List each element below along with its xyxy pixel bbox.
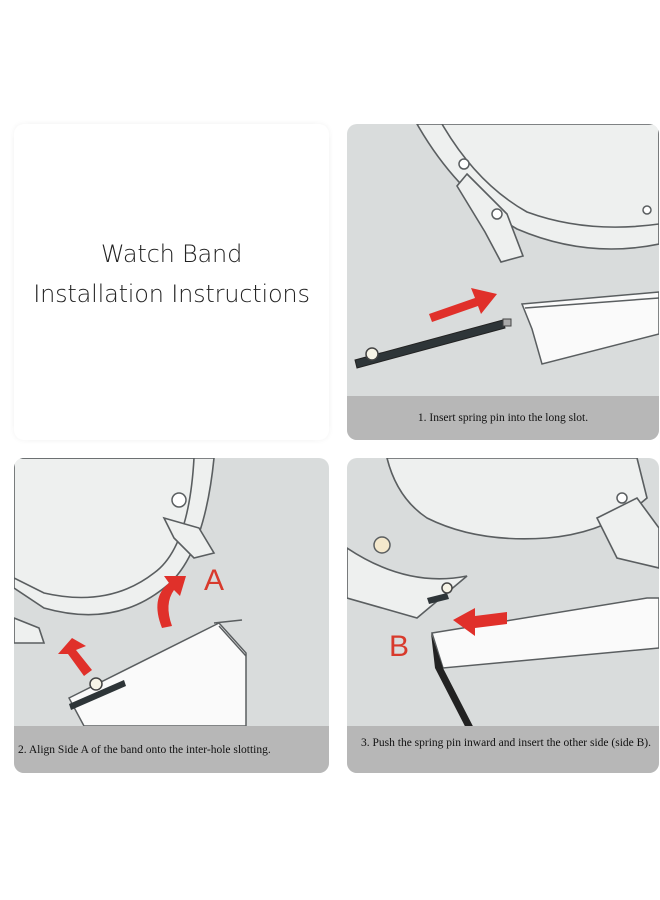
page-title: Watch Band Installation Instructions (14, 234, 329, 314)
watch-band (431, 597, 659, 669)
case-hole (642, 205, 652, 215)
red-arrow-up (58, 638, 92, 676)
spring-pin (69, 677, 126, 710)
step-2-panel: A 2. Align Side A of the band onto the i… (14, 458, 329, 773)
case-hole (458, 158, 470, 170)
step-2-caption: 2. Align Side A of the band onto the int… (14, 726, 329, 773)
side-b-label: B (389, 630, 410, 663)
title-panel: Watch Band Installation Instructions (14, 124, 329, 440)
step-3-caption: 3. Push the spring pin inward and insert… (347, 726, 659, 773)
step-1-caption: 1. Insert spring pin into the long slot. (347, 396, 659, 440)
step-1-panel: 1. Insert spring pin into the long slot. (347, 124, 659, 440)
case-hole (616, 492, 628, 504)
red-arrow (429, 288, 497, 322)
watch-band (520, 291, 659, 365)
watch-case (347, 458, 659, 619)
title-line-1: Watch Band (100, 240, 243, 268)
watch-case (14, 458, 216, 644)
watch-case (416, 124, 659, 263)
step-2-illustration (14, 458, 247, 727)
red-arrow-curved (157, 576, 186, 628)
case-hole (171, 492, 187, 508)
step-3-illustration (347, 458, 659, 773)
case-hole (373, 536, 391, 554)
title-line-2: Installation Instructions (33, 280, 310, 308)
side-a-label: A (204, 564, 225, 597)
watch-band (67, 619, 247, 727)
case-hole (491, 208, 503, 220)
spring-pin (427, 582, 497, 773)
step-1-illustration (354, 124, 659, 369)
step-3-panel: B 3. Push the spring pin inward and inse… (347, 458, 659, 773)
red-arrow-left (453, 608, 507, 636)
spring-pin (354, 318, 512, 369)
